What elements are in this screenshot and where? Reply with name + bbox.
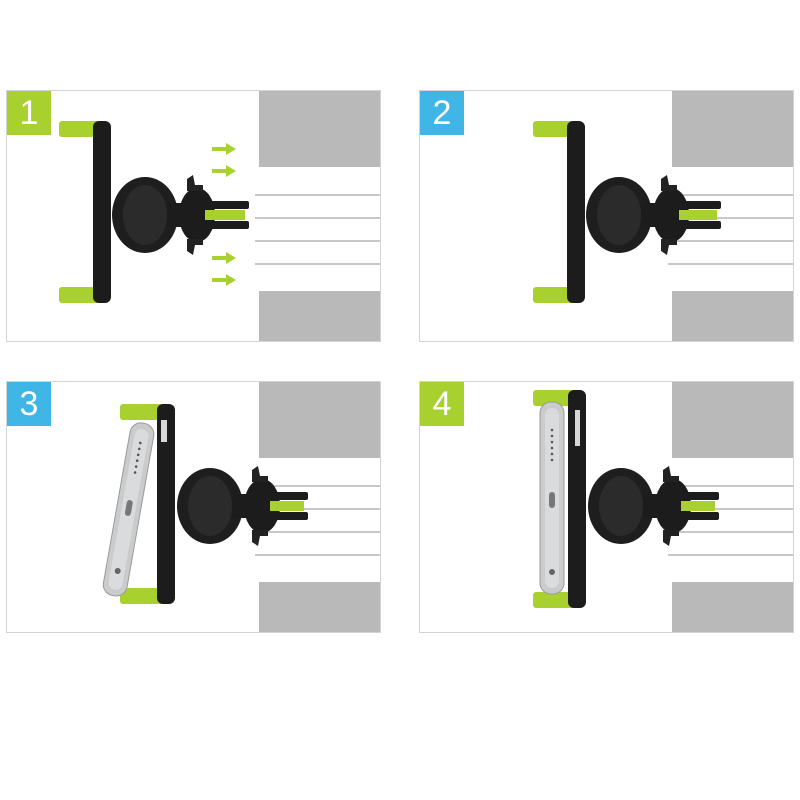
bottom-grip — [533, 592, 578, 608]
top-grip — [533, 121, 578, 137]
clip-inner — [270, 501, 304, 511]
step-number-badge: 1 — [7, 91, 51, 135]
vent-mount-illustration — [533, 91, 793, 341]
vent-lower-block — [259, 291, 380, 341]
vent-slats — [255, 194, 380, 265]
clip-prong-top — [203, 201, 249, 209]
clip-prong-top — [268, 492, 308, 500]
clip-inner — [679, 210, 717, 220]
holder-arm — [568, 390, 586, 608]
clip-prong-bottom — [679, 512, 719, 520]
vent-upper-block — [259, 382, 380, 458]
phone-tilted — [102, 422, 155, 597]
push-arrows — [212, 143, 236, 286]
step-panel-1: 1 — [6, 90, 381, 342]
clip-prong-bottom — [203, 221, 249, 229]
step-panel-3: 3 — [6, 381, 381, 633]
step-panel-2: 2 — [419, 90, 794, 342]
step-number-badge: 2 — [420, 91, 464, 135]
clip-prong-top — [679, 492, 719, 500]
step-number-badge: 3 — [7, 382, 51, 426]
vent-upper-block — [259, 91, 380, 167]
bottom-grip — [59, 287, 104, 303]
clip-prong-bottom — [677, 221, 721, 229]
vent-lower-block — [672, 291, 793, 341]
phone-upright — [539, 401, 565, 595]
top-grip — [59, 121, 104, 137]
bottom-grip — [533, 287, 578, 303]
step-panel-4: 4 — [419, 381, 794, 633]
clip-prong-top — [677, 201, 721, 209]
holder-arm — [567, 121, 585, 303]
vent-upper-block — [672, 91, 793, 167]
clip-inner — [681, 501, 715, 511]
step-number-badge: 4 — [420, 382, 464, 426]
vent-lower-block — [259, 582, 380, 632]
vent-mount-illustration — [533, 382, 793, 632]
vent-upper-block — [672, 382, 793, 458]
holder-arm — [157, 404, 175, 604]
bottom-grip — [120, 588, 165, 604]
vent-mount-illustration — [102, 382, 380, 632]
vent-lower-block — [672, 582, 793, 632]
vent-mount-illustration — [59, 91, 380, 341]
clip-inner — [205, 210, 245, 220]
clip-prong-bottom — [268, 512, 308, 520]
holder-arm — [93, 121, 111, 303]
